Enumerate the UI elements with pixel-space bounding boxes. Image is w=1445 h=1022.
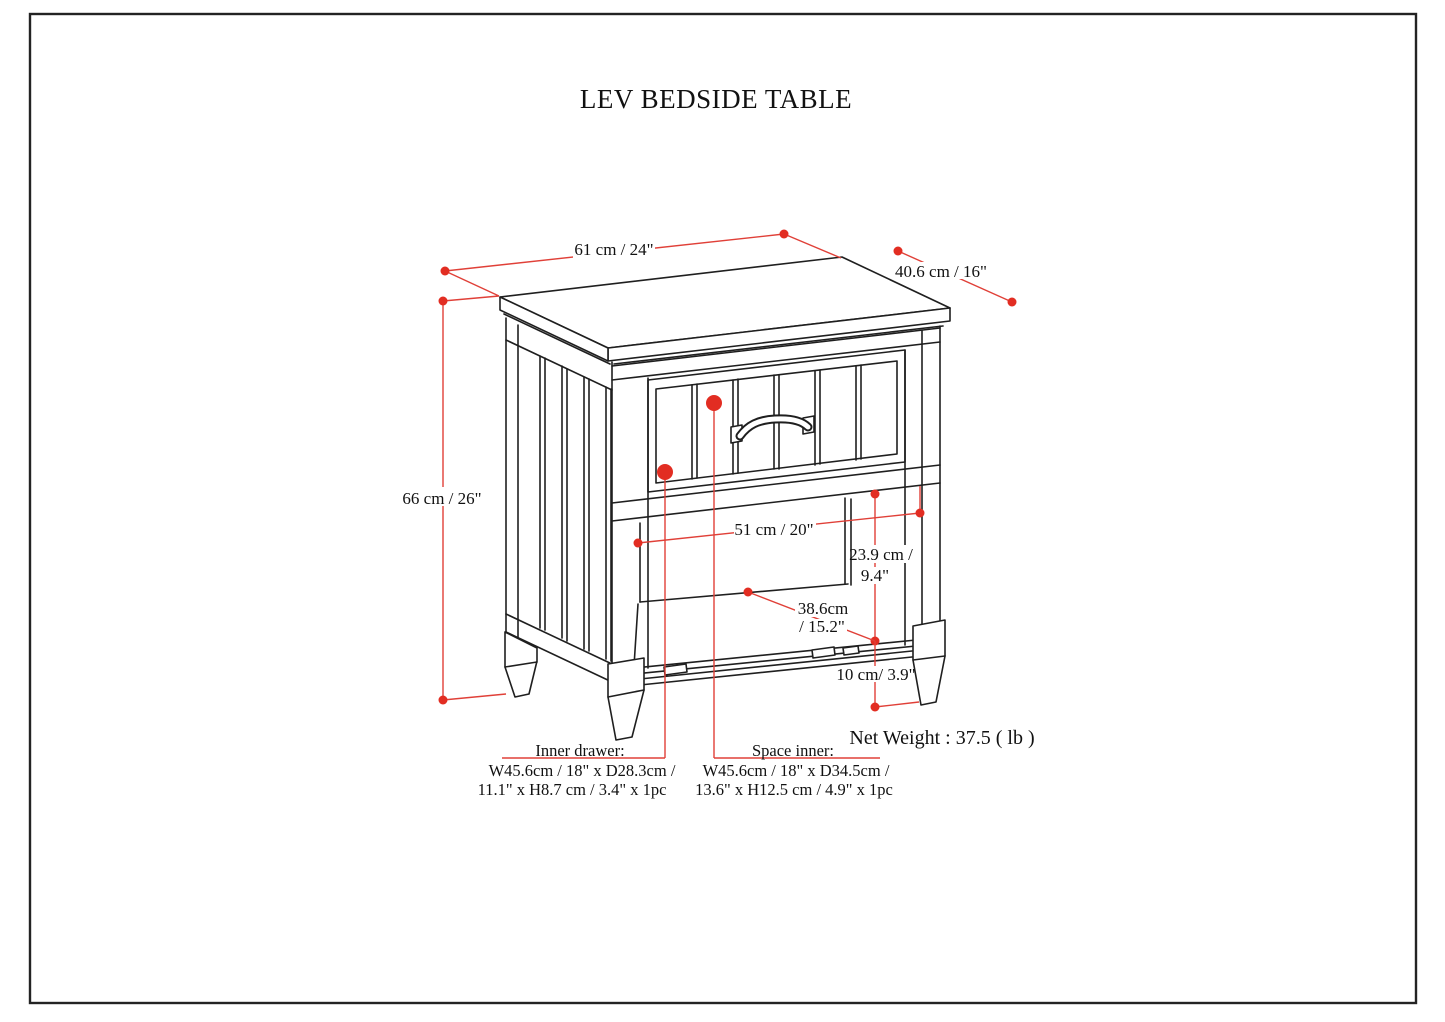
leader-space-inner bbox=[706, 395, 880, 759]
dim-leg-height-label: 10 cm/ 3.9" bbox=[836, 665, 915, 684]
inner-drawer-line1: W45.6cm / 18" x D28.3cm / bbox=[489, 761, 676, 780]
dim-opening-width-label: 51 cm / 20" bbox=[734, 520, 813, 539]
front-frame bbox=[611, 325, 941, 669]
table-line-drawing bbox=[499, 256, 951, 741]
legs bbox=[504, 619, 946, 741]
dim-opening-height-label-line1: 23.9 cm / bbox=[849, 545, 913, 564]
inner-drawer-line2: 11.1" x H8.7 cm / 3.4" x 1pc bbox=[478, 780, 667, 799]
dim-shelf-depth-label-line1: 38.6cm bbox=[798, 599, 849, 618]
front-right-leg bbox=[912, 619, 946, 706]
leader-inner-drawer bbox=[502, 464, 673, 759]
back-left-leg bbox=[504, 631, 538, 698]
bottom-shelf bbox=[633, 639, 917, 686]
page-title: LEV BEDSIDE TABLE bbox=[580, 84, 852, 114]
label-backplates bbox=[405, 239, 985, 682]
tabletop bbox=[499, 256, 951, 365]
inner-drawer-spec: Inner drawer: W45.6cm / 18" x D28.3cm / … bbox=[478, 741, 676, 799]
space-inner-title: Space inner: bbox=[752, 741, 834, 760]
front-left-leg bbox=[607, 657, 645, 741]
dim-shelf-depth-label-line2: / 15.2" bbox=[799, 617, 845, 636]
dim-top-depth-label: 40.6 cm / 16" bbox=[895, 262, 987, 281]
net-weight-label: Net Weight : 37.5 ( lb ) bbox=[849, 727, 1034, 749]
inner-drawer-title: Inner drawer: bbox=[535, 741, 624, 760]
left-side-panel bbox=[505, 317, 613, 683]
space-inner-line2: 13.6" x H12.5 cm / 4.9" x 1pc bbox=[695, 780, 893, 799]
drawer-handle bbox=[730, 414, 815, 444]
drawer-front bbox=[647, 349, 906, 493]
dim-height-label: 66 cm / 26" bbox=[402, 489, 481, 508]
dim-opening-height-label-line2: 9.4" bbox=[861, 566, 889, 585]
space-inner-line1: W45.6cm / 18" x D34.5cm / bbox=[703, 761, 890, 780]
page-border bbox=[28, 12, 1418, 1005]
dim-top-width-label: 61 cm / 24" bbox=[574, 240, 653, 259]
space-inner-spec: Space inner: W45.6cm / 18" x D34.5cm / 1… bbox=[695, 741, 893, 799]
